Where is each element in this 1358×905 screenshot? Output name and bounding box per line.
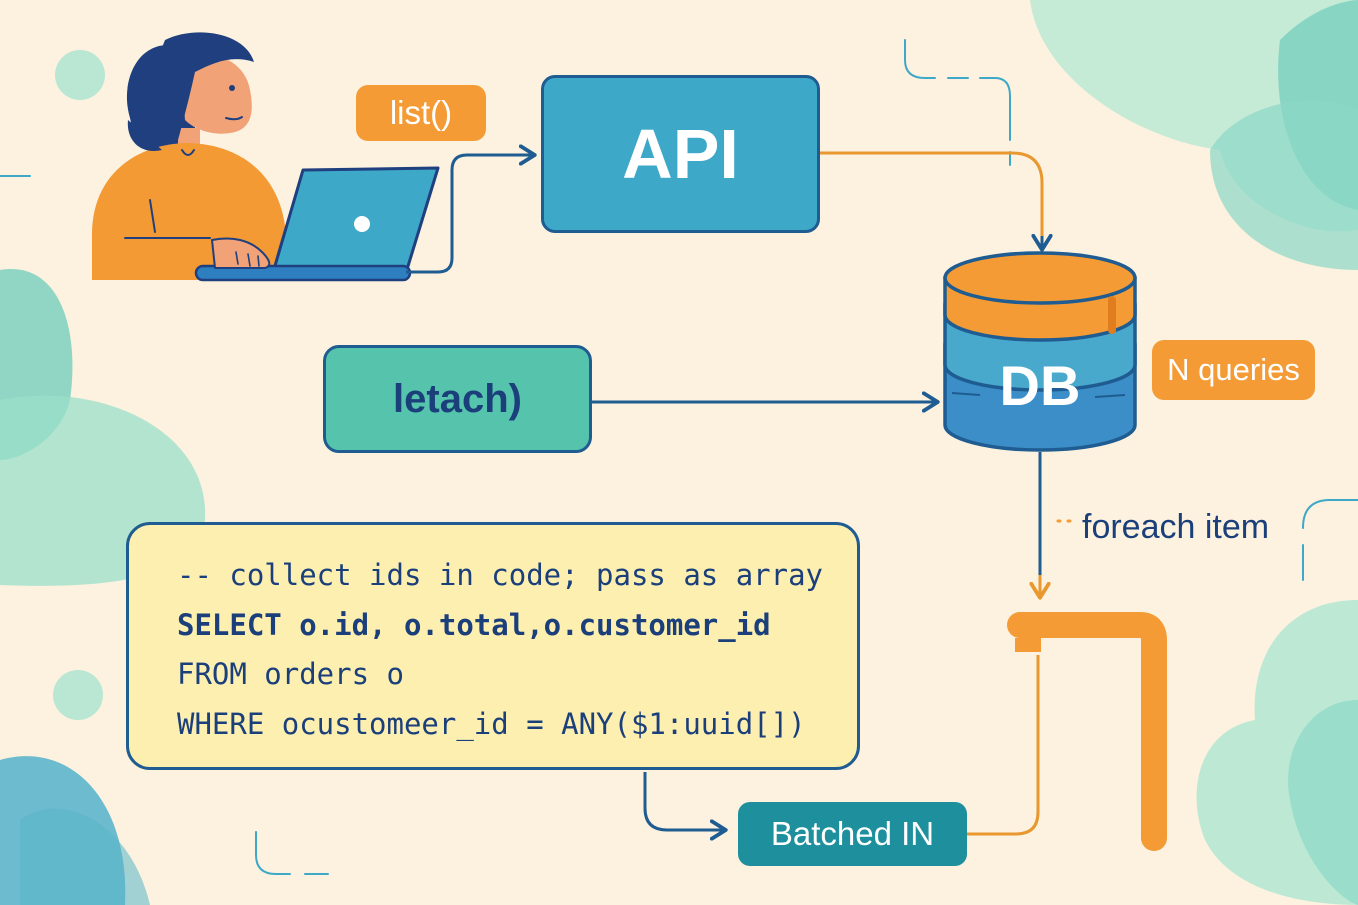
each-call-box: letach)	[323, 345, 592, 453]
connector-batched-to-bracket	[967, 655, 1040, 836]
code-line-from: FROM orders o	[177, 657, 404, 691]
api-box: API	[541, 75, 820, 233]
database-icon	[943, 251, 1137, 452]
connector-laptop-to-api	[406, 155, 533, 274]
sql-code-block: -- collect ids in code; pass as array SE…	[126, 522, 860, 770]
db-label: DB	[999, 353, 1081, 417]
dashed-bracket-decoration	[0, 39, 1358, 875]
loop-bracket	[1007, 612, 1167, 851]
foreach-item-label: foreach item	[1082, 507, 1270, 546]
connector-code-to-batched	[643, 772, 724, 830]
batched-in-badge: Batched IN	[738, 802, 967, 866]
connector-db-foreach	[1040, 452, 1072, 596]
code-line-where: WHERE ocustomeer_id = ANY($1:uuid[])	[177, 706, 806, 741]
n-queries-badge: N queries	[1152, 340, 1315, 400]
list-call-label: list()	[356, 85, 486, 141]
connector-api-to-db	[820, 151, 1042, 248]
woman-with-laptop-icon	[92, 32, 440, 282]
code-line-comment: -- collect ids in code; pass as array	[177, 558, 824, 592]
code-line-select: SELECT o.id, o.total,o.customer_id	[177, 607, 771, 642]
